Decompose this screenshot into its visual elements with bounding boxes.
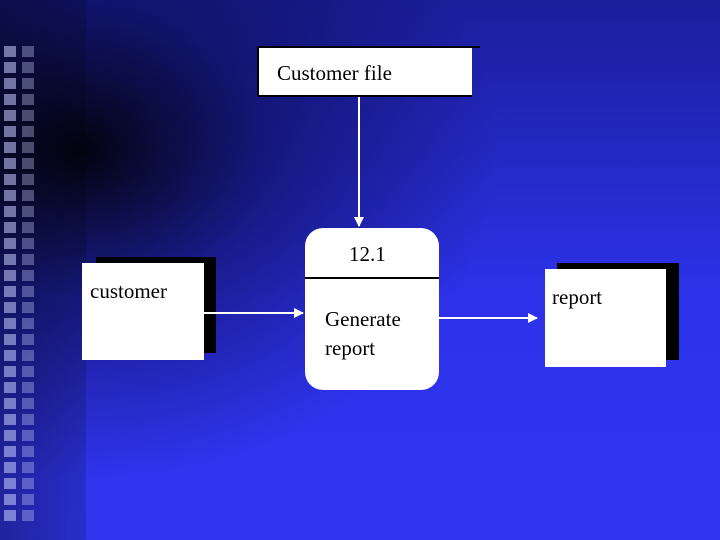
process-number: 12.1 — [349, 242, 386, 266]
process-name-line1: Generate — [325, 307, 401, 331]
process-name-line2: report — [325, 336, 376, 360]
report-entity-label: report — [552, 285, 603, 309]
data-store-label: Customer file — [277, 61, 392, 85]
data-store-customer-file[interactable] — [257, 46, 480, 97]
decorative-squares-right — [22, 46, 34, 526]
external-entity-customer[interactable] — [82, 257, 216, 360]
decorative-squares-left — [4, 46, 24, 526]
customer-entity-label: customer — [90, 279, 167, 303]
decorative-side-strip — [0, 0, 86, 540]
entity-box — [545, 269, 666, 367]
process-12-1[interactable] — [305, 228, 439, 390]
entity-box — [82, 263, 204, 360]
external-entity-report[interactable] — [545, 263, 679, 367]
